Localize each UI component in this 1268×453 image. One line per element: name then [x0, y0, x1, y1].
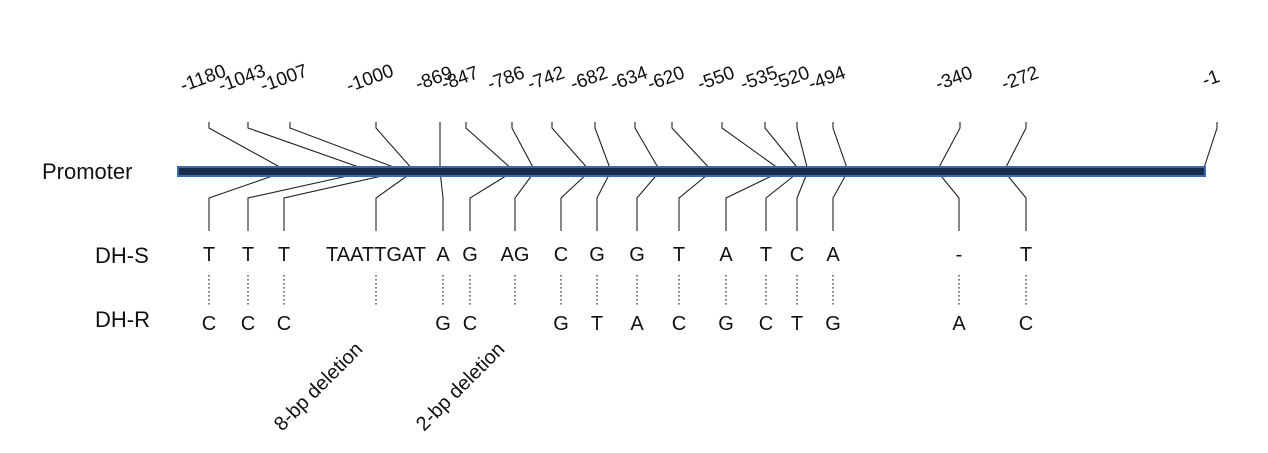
- dh-s-allele-m620: T: [673, 244, 685, 266]
- dh-s-allele-m494: A: [826, 244, 840, 266]
- lower-connector-m786: [514, 170, 536, 231]
- upper-connector-m520: [796, 122, 809, 172]
- dh-r-allele-m1180: C: [202, 313, 216, 335]
- lower-connector-m634: [636, 170, 661, 231]
- upper-connector-m742: [551, 122, 591, 172]
- upper-connector-m535: [764, 122, 801, 172]
- upper-connector-m1007: [289, 122, 405, 172]
- upper-connector-m272: [1003, 122, 1027, 172]
- dh-s-allele-m1007: T: [278, 244, 290, 266]
- position-label-m620: -620: [645, 62, 688, 95]
- lower-connector-m494: [832, 170, 849, 231]
- dh-r-allele-m742: G: [553, 313, 569, 335]
- lower-connector-m869: [439, 170, 444, 231]
- deletion-note-m786: 2-bp deletion: [412, 338, 509, 435]
- lower-connector-m1007: [283, 170, 405, 231]
- position-label-m786: -786: [485, 62, 528, 95]
- dh-r-allele-m620: C: [672, 313, 686, 335]
- dh-r-allele-m550: G: [718, 313, 734, 335]
- deletion-note-m1000: 8-bp deletion: [270, 338, 367, 435]
- upper-connector-m340: [936, 122, 961, 172]
- upper-connector-m682: [594, 122, 612, 172]
- upper-connector-m1180: [208, 122, 288, 172]
- dh-r-allele-m682: T: [591, 313, 603, 335]
- dh-s-allele-m520: C: [790, 244, 804, 266]
- dh-r-allele-m634: A: [630, 313, 644, 335]
- lower-connector-m272: [1003, 170, 1027, 231]
- dh-r-allele-m520: T: [791, 313, 803, 335]
- dh-s-allele-m535: T: [760, 244, 772, 266]
- upper-connector-m550: [721, 122, 783, 172]
- dh-s-allele-m682: G: [589, 244, 605, 266]
- lower-connector-m1000: [375, 170, 415, 231]
- dh-r-allele-m1043: C: [241, 313, 255, 335]
- promoter-bar: [177, 166, 1206, 177]
- dh-s-allele-m869: A: [436, 244, 450, 266]
- lower-connector-m520: [796, 170, 809, 231]
- dh-s-allele-m742: C: [554, 244, 568, 266]
- position-label-m682: -682: [568, 62, 611, 95]
- upper-connector-m620: [671, 122, 713, 172]
- dh-s-allele-m272: T: [1020, 244, 1032, 266]
- dh-r-allele-m340: A: [952, 313, 966, 335]
- lower-connector-m620: [678, 170, 713, 231]
- dh-s-label: DH-S: [95, 243, 149, 268]
- lower-connector-m847: [469, 170, 515, 231]
- dh-s-allele-m1043: T: [242, 244, 254, 266]
- lower-connector-m742: [560, 170, 591, 231]
- position-label-m742: -742: [525, 62, 568, 95]
- connector-lines: [208, 122, 1218, 231]
- upper-connector-m1043: [247, 122, 371, 172]
- promoter-label: Promoter: [42, 159, 132, 184]
- dh-s-allele-m847: G: [462, 244, 478, 266]
- allele-link-lines: [208, 275, 1027, 306]
- position-label-m1007: -1007: [258, 61, 311, 97]
- upper-connector-m786: [511, 122, 536, 172]
- position-label-m494: -494: [806, 62, 849, 95]
- position-labels: -1180-1043-1007-1000-869-847-786-742-682…: [177, 61, 1222, 97]
- deletion-notes: 8-bp deletion 2-bp deletion: [270, 338, 509, 435]
- lower-connector-m1043: [247, 170, 371, 231]
- upper-connector-m1: [1202, 122, 1218, 172]
- dh-r-allele-m869: G: [435, 313, 451, 335]
- dh-s-allele-m1000: TAATTGAT: [326, 244, 426, 266]
- dh-r-allele-m1007: C: [277, 313, 291, 335]
- position-label-m550: -550: [695, 62, 738, 95]
- dh-s-allele-m1180: T: [203, 244, 215, 266]
- dh-s-allele-m340: -: [956, 244, 963, 266]
- dh-r-allele-m535: C: [759, 313, 773, 335]
- position-label-m340: -340: [933, 62, 976, 95]
- upper-connector-m634: [634, 122, 661, 172]
- upper-connector-m847: [465, 122, 515, 172]
- dh-s-allele-m550: A: [719, 244, 733, 266]
- lower-connector-m535: [765, 170, 801, 231]
- position-label-m1000: -1000: [344, 61, 397, 97]
- position-label-m272: -272: [999, 62, 1042, 95]
- dh-s-allele-m786: AG: [501, 244, 530, 266]
- dh-r-allele-m494: G: [825, 313, 841, 335]
- upper-connector-m494: [832, 122, 849, 172]
- lower-connector-m340: [936, 170, 960, 231]
- position-label-m1: -1: [1200, 66, 1223, 92]
- lower-connector-m1180: [208, 170, 288, 231]
- upper-connector-m1000: [375, 122, 415, 172]
- position-label-m634: -634: [608, 62, 651, 95]
- dh-r-allele-m847: C: [463, 313, 477, 335]
- lower-connector-m550: [725, 170, 783, 231]
- dh-s-allele-m634: G: [629, 244, 645, 266]
- dh-r-label: DH-R: [95, 307, 150, 332]
- dh-r-allele-m272: C: [1019, 313, 1033, 335]
- lower-connector-m682: [596, 170, 612, 231]
